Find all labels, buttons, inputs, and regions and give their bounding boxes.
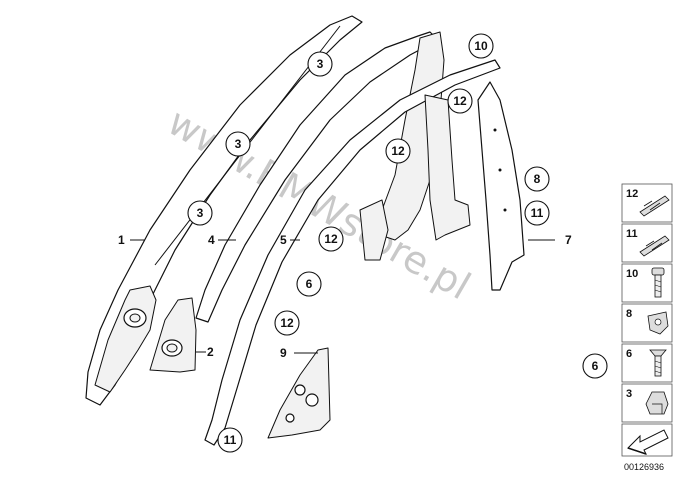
legend-item-8: 8	[621, 303, 673, 343]
callout-6-b: 6	[582, 353, 608, 379]
callout-3-low: 3	[187, 200, 213, 226]
callout-11-a: 11	[524, 200, 550, 226]
nut-clip-icon	[647, 311, 669, 335]
legend-item-10: 10	[621, 263, 673, 303]
diagram-id: 00126936	[624, 462, 664, 472]
svg-text:8: 8	[534, 172, 541, 186]
bracket-clip-icon	[645, 391, 669, 415]
svg-text:10: 10	[474, 39, 488, 53]
svg-text:12: 12	[453, 94, 467, 108]
svg-text:6: 6	[626, 348, 632, 360]
part-4-window-frame-seal	[195, 31, 445, 323]
svg-text:11: 11	[224, 433, 237, 447]
callout-12-c: 12	[318, 226, 344, 252]
countersunk-screw-icon	[649, 349, 667, 377]
label-2: 2	[207, 345, 214, 359]
double-clip-icon	[639, 195, 670, 217]
label-5: 5	[280, 233, 287, 247]
label-7: 7	[565, 233, 572, 247]
svg-text:3: 3	[626, 388, 632, 400]
legend-item-3: 3	[621, 383, 673, 423]
part-2-mirror-triangle-cover	[149, 297, 206, 373]
part-5-door-seal	[204, 59, 501, 446]
part-9-triangle-cover	[267, 347, 331, 439]
callout-11-b: 11	[217, 427, 243, 453]
clip-icon	[639, 235, 670, 257]
svg-text:12: 12	[626, 188, 638, 200]
svg-text:12: 12	[324, 232, 338, 246]
legend-item-12: 12	[621, 183, 673, 223]
callout-10: 10	[468, 33, 494, 59]
svg-text:6: 6	[592, 359, 599, 373]
svg-text:12: 12	[280, 316, 294, 330]
legend-item-11: 11	[621, 223, 673, 263]
svg-text:11: 11	[531, 206, 544, 220]
callout-12-a: 12	[447, 88, 473, 114]
callout-12-b: 12	[385, 138, 411, 164]
screw-icon	[651, 267, 665, 298]
svg-text:10: 10	[626, 268, 638, 280]
label-9: 9	[280, 346, 287, 360]
label-4: 4	[208, 233, 215, 247]
svg-text:11: 11	[626, 228, 638, 240]
svg-text:3: 3	[235, 137, 242, 151]
svg-text:8: 8	[626, 308, 632, 320]
part-7-b-pillar-trim	[477, 81, 555, 291]
callout-3-top: 3	[307, 51, 333, 77]
svg-text:3: 3	[197, 206, 204, 220]
svg-text:6: 6	[306, 277, 313, 291]
callout-3-mid: 3	[225, 131, 251, 157]
callout-6-a: 6	[296, 271, 322, 297]
svg-text:12: 12	[391, 144, 405, 158]
label-1: 1	[118, 233, 125, 247]
callout-8: 8	[524, 166, 550, 192]
legend-item-arrow	[621, 423, 673, 457]
arrow-icon	[627, 429, 669, 455]
svg-text:3: 3	[317, 57, 324, 71]
legend-item-6: 6	[621, 343, 673, 383]
callout-12-d: 12	[274, 310, 300, 336]
